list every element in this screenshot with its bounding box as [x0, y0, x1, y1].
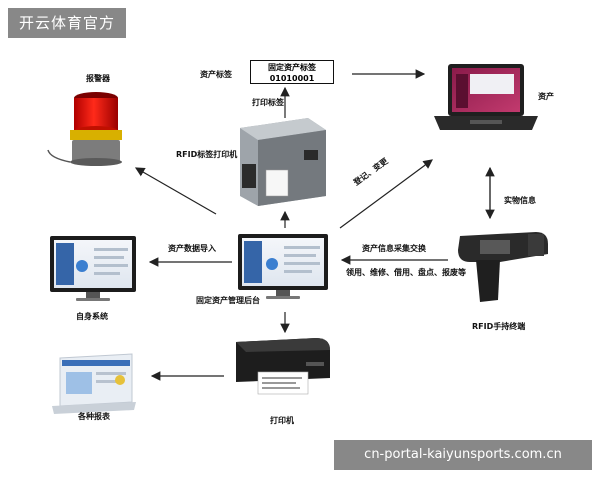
edge-backend-to-laptop — [340, 160, 432, 228]
laptop-icon — [434, 64, 538, 130]
backend-label: 固定资产管理后台 — [196, 296, 260, 306]
rfid-handheld-label: RFID手持终端 — [472, 322, 525, 332]
edge-printer-to-alarm — [136, 168, 216, 214]
asset-tag-box: 固定资产标签 01010001 — [250, 60, 334, 84]
edge-label-info-exchange: 资产信息采集交换 — [362, 244, 426, 254]
alarm-label: 报警器 — [86, 74, 110, 84]
backend-monitor-icon — [238, 234, 328, 299]
alarm-icon — [48, 92, 122, 166]
watermark-bottom: cn-portal-kaiyunsports.com.cn — [334, 440, 592, 470]
rfid-handheld-icon — [458, 232, 548, 302]
edge-label-operations: 领用、维修、借用、盘点、报废等 — [346, 268, 466, 278]
rfid-printer-label: RFID标签打印机 — [176, 150, 237, 160]
edge-label-asset-tag: 资产标签 — [200, 70, 232, 80]
reports-label: 各种报表 — [78, 412, 110, 422]
office-printer-label: 打印机 — [270, 416, 294, 426]
edge-label-print-tag: 打印标签 — [252, 98, 284, 108]
self-system-label: 自身系统 — [76, 312, 108, 322]
edge-label-physical-info: 实物信息 — [504, 196, 536, 206]
asset-tag-title: 固定资产标签 — [251, 62, 333, 73]
office-printer-icon — [236, 338, 330, 394]
watermark-top: 开云体育官方 — [8, 8, 126, 38]
rfid-printer-icon — [240, 118, 326, 206]
self-system-monitor-icon — [50, 236, 136, 301]
laptop-label: 资产 — [538, 92, 554, 102]
asset-tag-number: 01010001 — [251, 73, 333, 84]
reports-icon — [52, 354, 136, 414]
edge-label-data-import: 资产数据导入 — [168, 244, 216, 254]
